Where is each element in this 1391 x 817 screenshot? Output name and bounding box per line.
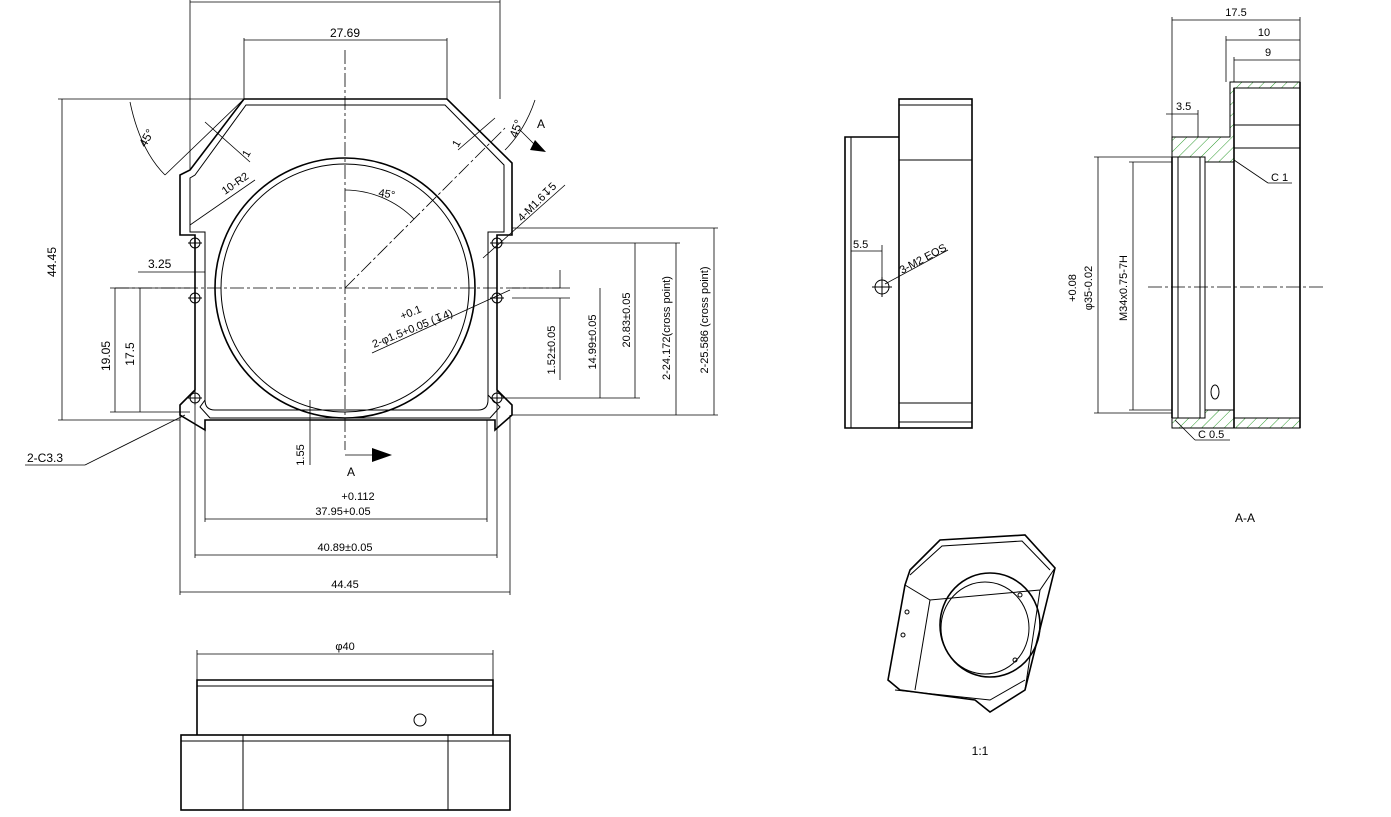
dim-bore: φ35-0.02 <box>1083 266 1095 310</box>
chamfer-mark-left: 1 <box>240 148 253 159</box>
front-pocket <box>204 245 489 411</box>
dim-side-offset: 5.5 <box>853 239 868 251</box>
dim-3795-tol: +0.112 <box>341 491 374 503</box>
dim-bore-tol: +0.08 <box>1067 274 1079 302</box>
dim-angle-left: 45° <box>136 126 157 149</box>
front-centerline-diagonal <box>344 127 506 289</box>
dim-section-10: 10 <box>1258 27 1270 39</box>
front-view: 27.69 44.45 45° 45° 1 1 A A 10-R2 45° 4-… <box>25 0 718 595</box>
section-hatch-bottom <box>1171 409 1301 429</box>
dim-152: 1.52±0.05 <box>546 326 558 375</box>
dim-angle-right: 45° <box>507 118 526 140</box>
mount-holes <box>188 236 504 405</box>
dim-bottom-diameter: φ40 <box>335 641 354 653</box>
front-plate-inner-outline <box>189 104 505 419</box>
dim-height-19: 19.05 <box>99 341 113 371</box>
bore-angle-arc <box>344 189 415 220</box>
dim-height-overall: 44.45 <box>45 247 59 277</box>
dim-chamfer-c1: C 1 <box>1271 172 1288 184</box>
section-hatch-top <box>1171 81 1301 163</box>
front-plate-outline <box>179 98 513 432</box>
dim-25586: 2-25.586 (cross point) <box>699 267 711 374</box>
section-pin-hole <box>1210 384 1220 400</box>
section-label-top: A <box>537 117 545 131</box>
iso-view: 1:1 <box>887 534 1056 758</box>
iso-scale-label: 1:1 <box>972 744 989 758</box>
dim-4089: 40.89±0.05 <box>318 542 373 554</box>
dim-section-35: 3.5 <box>1176 101 1191 113</box>
dim-section-175: 17.5 <box>1225 7 1246 19</box>
dim-chamfer-corner: 2-C3.3 <box>27 451 63 465</box>
section-arrow-top-icon <box>530 140 546 152</box>
chamfer-mark-right: 1 <box>450 138 463 149</box>
dim-top-width: 27.69 <box>330 26 360 40</box>
side-view: 5.5 3-M2 EOS <box>844 98 973 429</box>
dim-thread: M34x0.75-7H <box>1118 255 1130 321</box>
dim-1499: 14.99±0.05 <box>587 315 599 370</box>
dim-tap-holes: 4-M1.6↧5 <box>516 181 560 225</box>
dim-offset-left: 3.25 <box>148 257 172 271</box>
bottom-screw-hole <box>413 713 427 727</box>
dim-hole-angle: 45° <box>377 187 395 202</box>
dim-4445-bottom: 44.45 <box>331 579 359 591</box>
dim-chamfer-c05: C 0.5 <box>1198 429 1224 441</box>
dim-2083: 20.83±0.05 <box>621 293 633 348</box>
dim-24172: 2-24.172(cross point) <box>661 276 673 380</box>
dim-section-9: 9 <box>1265 47 1271 59</box>
section-label: A-A <box>1235 511 1255 525</box>
dim-height-17: 17.5 <box>123 342 137 366</box>
section-view: +0.08 φ35-0.02 M34x0.75-7H 17.5 10 9 3.5… <box>1067 7 1325 525</box>
dim-bottom-gap: 1.55 <box>295 444 307 465</box>
section-arrow-bottom-icon <box>372 448 392 462</box>
section-label-bottom: A <box>347 465 355 479</box>
dim-3795: 37.95+0.05 <box>315 506 370 518</box>
dim-side-screws: 3-M2 EOS <box>898 242 949 277</box>
bottom-view: φ40 <box>180 641 511 811</box>
